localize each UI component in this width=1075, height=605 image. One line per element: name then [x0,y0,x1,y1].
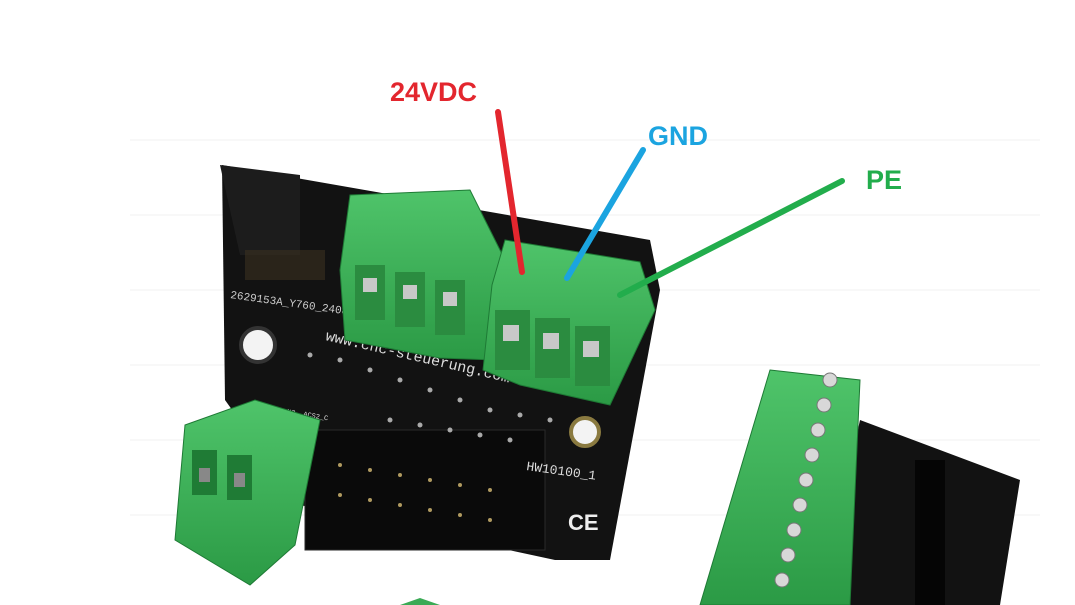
ce-mark: CE [568,510,599,535]
label-pe: PE [866,165,903,195]
second-board [699,369,1020,605]
label-gnd: GND [648,121,708,151]
annotation-line-gnd [564,147,646,281]
annotation-line-24vdc [495,109,525,275]
mounting-hole [569,416,601,448]
annotation-line-pe [617,178,845,298]
label-24vdc: 24VDC [390,77,478,107]
terminal-block-3pin-left [339,189,506,361]
pin-header [304,429,546,551]
terminal-block-2pin [174,399,321,586]
terminal-block-3pin-power [482,239,656,406]
mounting-hole [239,326,277,364]
